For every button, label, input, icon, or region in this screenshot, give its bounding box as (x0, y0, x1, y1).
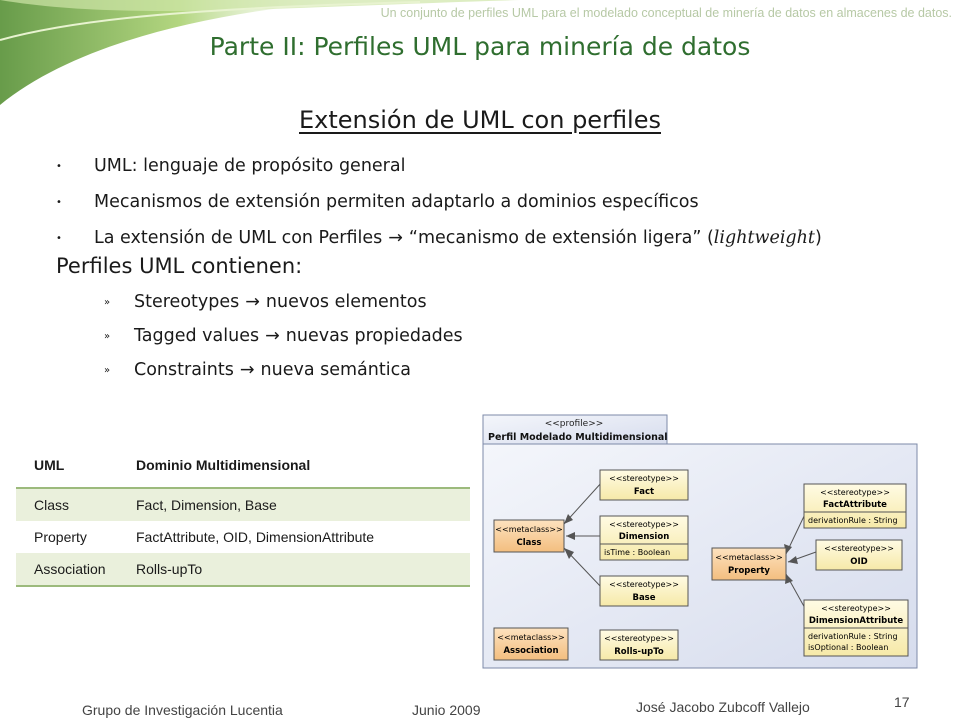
table-cell: Association (16, 553, 118, 586)
mapping-table: UML Dominio Multidimensional Class Fact,… (16, 442, 470, 587)
sub-bullet-desc: nueva semántica (260, 360, 411, 380)
bullet-item: • La extensión de UML con Perfiles → “me… (56, 220, 936, 256)
section-heading: Perfiles UML contienen: (56, 254, 303, 278)
table-header-cell: Dominio Multidimensional (118, 442, 470, 489)
right-arrow-icon: → (239, 360, 255, 380)
stereotype-attribute: isOptional : Boolean (808, 643, 888, 652)
right-arrow-icon: → (245, 292, 260, 312)
table-row: Property FactAttribute, OID, DimensionAt… (16, 521, 470, 553)
stereotype-name: FactAttribute (823, 500, 887, 510)
bullet-text: UML: lenguaje de propósito general (94, 156, 406, 176)
metaclass-name: Association (503, 646, 558, 656)
table-row: Class Fact, Dimension, Base (16, 488, 470, 521)
metaclass-name: Class (516, 538, 541, 548)
table-cell: Rolls-upTo (118, 553, 470, 586)
sub-bullet-mark: » (104, 364, 111, 376)
page-number: 17 (894, 694, 910, 710)
sub-bullet-mark: » (104, 330, 111, 342)
sub-bullet-item: » Tagged values → nuevas propiedades (104, 319, 704, 353)
stereotype-oid-box: <<stereotype>> OID (815, 539, 903, 571)
footer-author: José Jacobo Zubcoff Vallejo (636, 699, 810, 715)
metaclass-label: <<metaclass>> (495, 525, 562, 534)
sub-bullet-desc: nuevos elementos (265, 292, 427, 312)
stereotype-label: <<stereotype>> (609, 474, 679, 483)
stereotype-attribute: derivationRule : String (808, 632, 898, 641)
sub-bullet-term: Tagged values (134, 326, 260, 346)
stereotype-name: OID (850, 557, 867, 567)
stereotype-factattribute-box: <<stereotype>> FactAttribute derivationR… (803, 483, 907, 529)
stereotype-label: <<stereotype>> (604, 634, 674, 643)
bullet-dot: • (56, 196, 62, 208)
bullet-list: • UML: lenguaje de propósito general • M… (56, 148, 936, 256)
right-arrow-icon: → (265, 326, 280, 346)
table-cell: FactAttribute, OID, DimensionAttribute (118, 521, 470, 553)
table-cell: Class (16, 488, 118, 521)
metaclass-name: Property (728, 566, 770, 576)
bullet-text: Mecanismos de extensión permiten adaptar… (94, 192, 699, 212)
stereotype-dimensionattribute-box: <<stereotype>> DimensionAttribute deriva… (803, 599, 909, 657)
bullet-close: ) (814, 228, 822, 248)
package-tab-stereotype: <<profile>> (545, 419, 604, 429)
sub-bullet-term: Constraints (134, 360, 234, 380)
section-subtitle: Extensión de UML con perfiles (299, 106, 661, 134)
stereotype-attribute: isTime : Boolean (604, 548, 670, 557)
header-running-title: Un conjunto de perfiles UML para el mode… (380, 6, 952, 20)
package-tab-name: Perfil Modelado Multidimensional (488, 432, 668, 443)
bullet-item: • Mecanismos de extensión permiten adapt… (56, 184, 936, 220)
metaclass-association-box: <<metaclass>> Association (493, 627, 569, 661)
right-arrow-icon: → (388, 228, 403, 248)
slide-title: Parte II: Perfiles UML para minería de d… (209, 32, 751, 61)
package-tab (482, 414, 668, 446)
table-cell: Fact, Dimension, Base (118, 488, 470, 521)
uml-profile-diagram: <<profile>> Perfil Modelado Multidimensi… (482, 414, 918, 669)
table-row: Association Rolls-upTo (16, 553, 470, 586)
stereotype-label: <<stereotype>> (820, 488, 890, 497)
table-header-row: UML Dominio Multidimensional (16, 442, 470, 489)
sub-bullet-item: » Stereotypes → nuevos elementos (104, 285, 704, 319)
stereotype-fact-box: <<stereotype>> Fact (599, 469, 689, 501)
header-swoosh-decoration (0, 0, 520, 105)
footer-group: Grupo de Investigación Lucentia (82, 702, 283, 718)
sub-bullet-item: » Constraints → nueva semántica (104, 353, 704, 387)
stereotype-dimension-box: <<stereotype>> Dimension isTime : Boolea… (599, 515, 689, 561)
bullet-item: • UML: lenguaje de propósito general (56, 148, 936, 184)
sub-bullet-mark: » (104, 296, 111, 308)
bullet-dot: • (56, 232, 62, 244)
stereotype-name: DimensionAttribute (809, 616, 904, 626)
bullet-italic-term: lightweight (713, 228, 815, 248)
stereotype-name: Fact (634, 487, 654, 497)
table-header-cell: UML (16, 442, 118, 489)
stereotype-name: Rolls-upTo (614, 647, 664, 657)
stereotype-name: Dimension (619, 532, 670, 542)
metaclass-property-box: <<metaclass>> Property (711, 547, 787, 581)
arrow-heads (564, 514, 798, 584)
bullet-dot: • (56, 160, 62, 172)
stereotype-label: <<stereotype>> (609, 580, 679, 589)
bullet-quote: “mecanismo de extensión ligera” ( (408, 228, 714, 248)
table-cell: Property (16, 521, 118, 553)
metaclass-label: <<metaclass>> (497, 633, 564, 642)
sub-bullet-desc: nuevas propiedades (285, 326, 463, 346)
sub-bullet-list: » Stereotypes → nuevos elementos » Tagge… (104, 285, 704, 387)
stereotype-label: <<stereotype>> (821, 604, 891, 613)
stereotype-label: <<stereotype>> (824, 544, 894, 553)
stereotype-label: <<stereotype>> (609, 520, 679, 529)
metaclass-label: <<metaclass>> (715, 553, 782, 562)
metaclass-class-box: <<metaclass>> Class (493, 519, 565, 553)
stereotype-rolls-upto-box: <<stereotype>> Rolls-upTo (599, 629, 679, 661)
stereotype-name: Base (632, 593, 655, 603)
footer-date: Junio 2009 (412, 702, 481, 718)
stereotype-base-box: <<stereotype>> Base (599, 575, 689, 607)
stereotype-attribute: derivationRule : String (808, 516, 898, 525)
bullet-text: La extensión de UML con Perfiles (94, 228, 383, 248)
sub-bullet-term: Stereotypes (134, 292, 240, 312)
